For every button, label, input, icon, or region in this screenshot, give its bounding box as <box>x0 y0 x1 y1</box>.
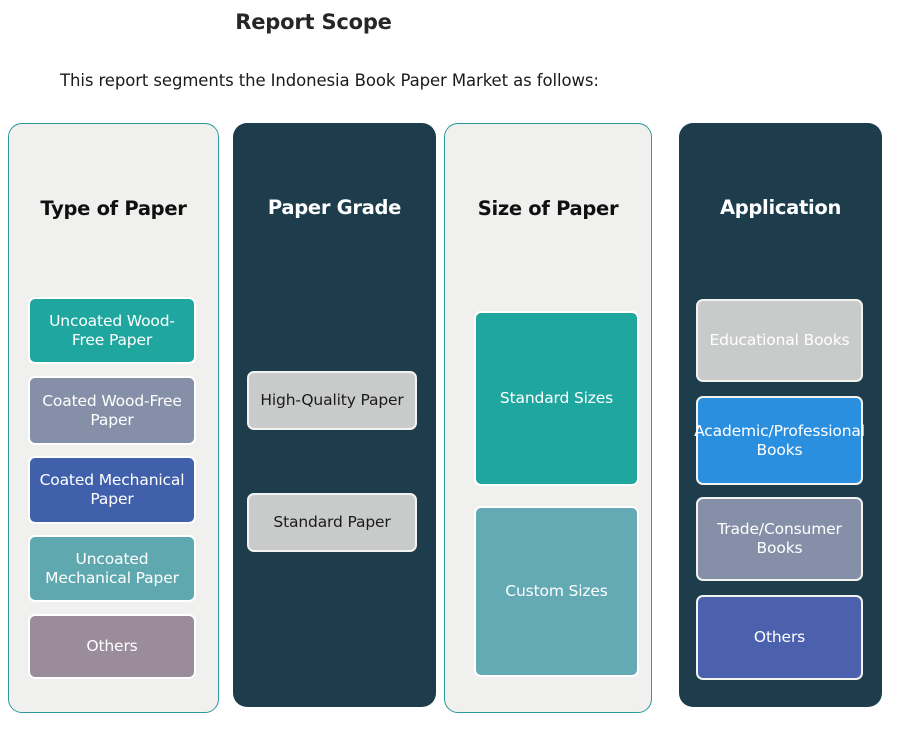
page-title: Report Scope <box>235 10 392 34</box>
segment-item-card[interactable]: High-Quality Paper <box>247 371 417 430</box>
segment-item-card[interactable]: Trade/Consumer Books <box>696 497 863 581</box>
panel-title-application: Application <box>719 196 842 219</box>
panel-title-paper-grade: Paper Grade <box>267 196 402 219</box>
panel-title-size-of-paper: Size of Paper <box>477 197 619 220</box>
segment-item-card[interactable]: Others <box>696 595 863 680</box>
segment-item-card[interactable]: Academic/Professional Books <box>694 396 865 485</box>
page-subtitle: This report segments the Indonesia Book … <box>60 71 599 90</box>
panel-title-type-of-paper: Type of Paper <box>40 197 187 220</box>
segment-item-card[interactable]: Uncoated Mechanical Paper <box>28 535 196 602</box>
segment-item-card[interactable]: Others <box>28 614 196 679</box>
segment-item-card[interactable]: Uncoated Wood-Free Paper <box>28 297 196 364</box>
segment-item-card[interactable]: Coated Mechanical Paper <box>28 456 196 524</box>
segment-item-card[interactable]: Custom Sizes <box>474 506 639 677</box>
segment-item-card[interactable]: Coated Wood-Free Paper <box>28 376 196 445</box>
segment-item-card[interactable]: Standard Sizes <box>474 311 639 486</box>
segment-item-card[interactable]: Educational Books <box>696 299 863 382</box>
segment-item-card[interactable]: Standard Paper <box>247 493 417 552</box>
